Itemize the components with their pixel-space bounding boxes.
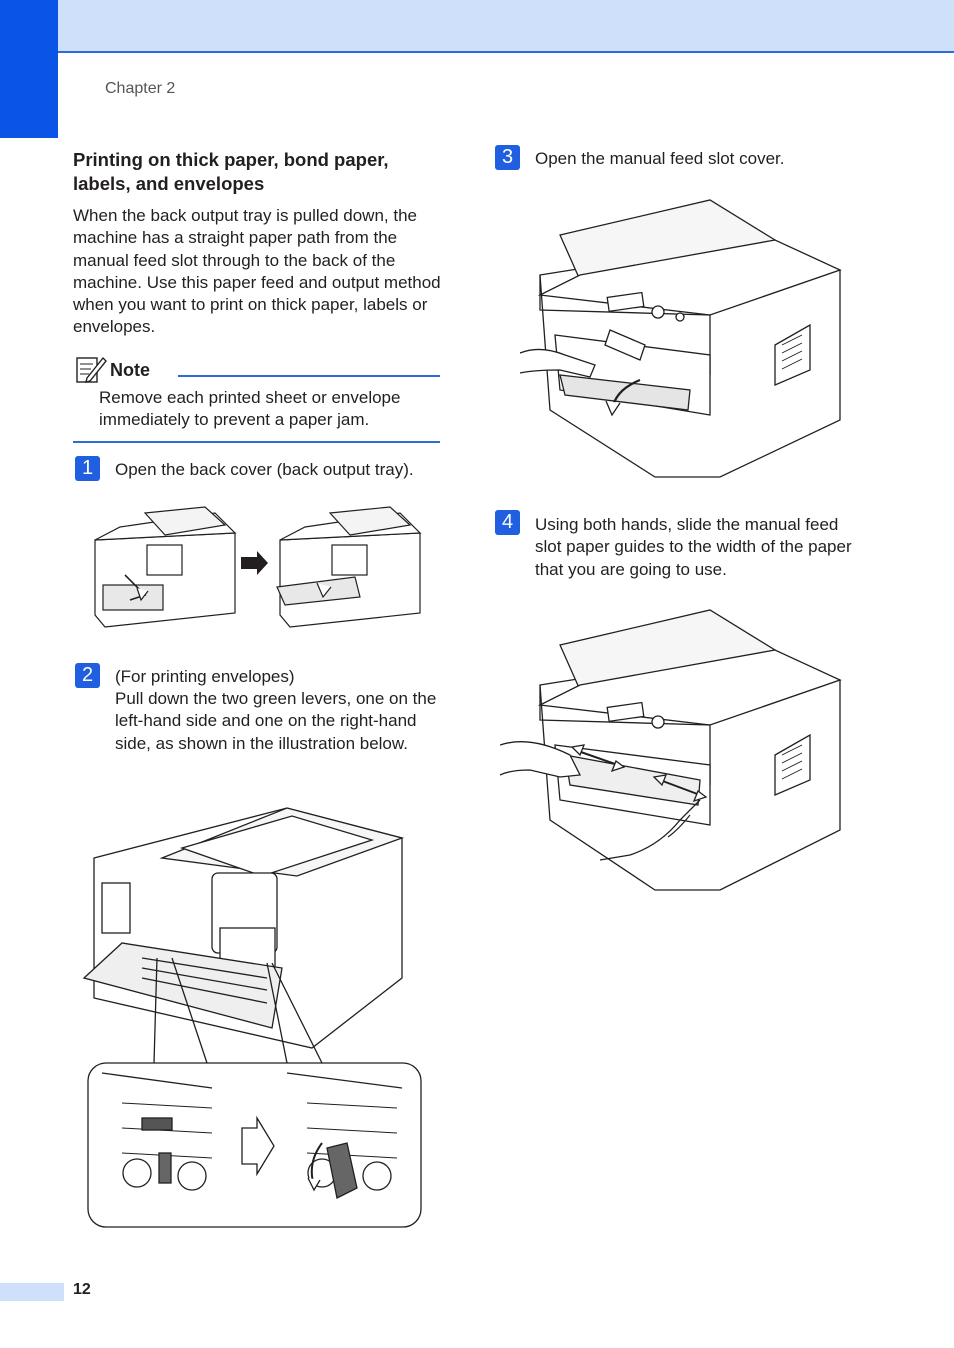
- page-number-tab: [0, 1283, 64, 1301]
- step-1-text: Open the back cover (back output tray).: [115, 460, 414, 479]
- step-2-text: Pull down the two green levers, one on t…: [115, 689, 437, 753]
- step-3-badge: 3: [495, 145, 520, 170]
- paper-guides-illustration: [500, 605, 850, 895]
- section-heading: Printing on thick paper, bond paper, lab…: [73, 149, 389, 194]
- step-2-badge: 2: [75, 663, 100, 688]
- page-number: 12: [73, 1281, 91, 1298]
- green-levers-illustration: [82, 798, 427, 1230]
- chapter-tab-marker: [0, 0, 58, 138]
- step-1-badge: 1: [75, 456, 100, 481]
- note-top-rule: [178, 375, 440, 377]
- step-2-line1: (For printing envelopes): [115, 667, 295, 686]
- note-title: Note: [110, 360, 150, 380]
- note-pencil-icon: [75, 354, 107, 384]
- note-bottom-rule: [73, 441, 440, 443]
- intro-paragraph: When the back output tray is pulled down…: [73, 206, 441, 337]
- back-cover-illustration: [85, 505, 430, 633]
- note-body: Remove each printed sheet or envelope im…: [99, 388, 401, 430]
- step-4-badge: 4: [495, 510, 520, 535]
- manual-feed-cover-illustration: [520, 195, 850, 480]
- header-band: [0, 0, 954, 53]
- chapter-label: Chapter 2: [105, 80, 176, 97]
- step-4-text: Using both hands, slide the manual feed …: [535, 515, 852, 579]
- step-3-text: Open the manual feed slot cover.: [535, 149, 785, 168]
